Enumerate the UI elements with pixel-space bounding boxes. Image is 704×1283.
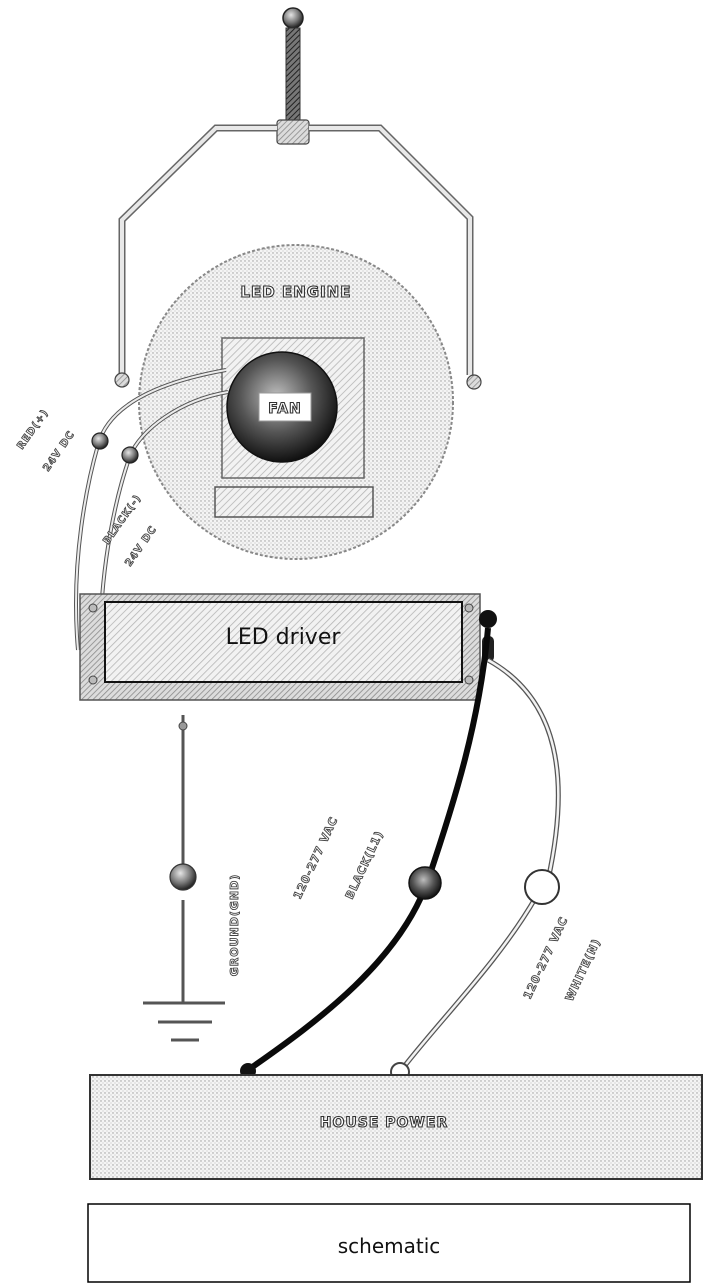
ground-label: GROUND(GND)	[228, 874, 241, 977]
hanger-nut	[276, 119, 310, 145]
house-power: HOUSE POWER	[89, 1074, 703, 1180]
line-connector	[408, 866, 442, 900]
led-engine-plate	[214, 486, 374, 518]
line-label-1: 120-277 VAC	[291, 815, 341, 902]
neutral-wire	[390, 657, 561, 1082]
hanger	[276, 7, 310, 145]
hanger-rod	[285, 27, 301, 121]
ground-connector	[169, 863, 197, 891]
line-label-2: BLACK(L1)	[343, 828, 386, 901]
dc-wires	[74, 368, 229, 651]
yoke-pivot-left	[114, 372, 130, 388]
dc-red-connector	[91, 432, 109, 450]
red-dc-label-2: 24V DC	[41, 429, 77, 474]
line-terminal	[479, 610, 497, 628]
led-engine-label: LED ENGINE	[241, 283, 352, 301]
led-driver-label: LED driver	[226, 625, 342, 650]
led-engine: LED ENGINE FAN	[138, 244, 454, 560]
fan-label: FAN	[268, 401, 302, 417]
led-driver: LED driver	[79, 593, 497, 701]
yoke-pivot-right	[466, 374, 482, 390]
line-wire	[240, 627, 491, 1079]
house-power-label: HOUSE POWER	[320, 1115, 448, 1131]
ground-wire	[143, 715, 225, 1042]
black-dc-label-2: 24V DC	[123, 524, 159, 569]
hanger-knob	[282, 7, 304, 29]
ground-symbol-icon	[143, 1001, 225, 1042]
yoke-bracket	[114, 124, 482, 390]
red-dc-label-1: RED(+)	[15, 407, 51, 451]
caption-box: schematic	[87, 1203, 691, 1283]
dc-black-connector	[121, 446, 139, 464]
neutral-connector	[524, 869, 560, 905]
neutral-label-2: WHITE(N)	[563, 936, 603, 1003]
black-dc-label-1: BLACK(-)	[101, 493, 143, 547]
neutral-label-1: 120-277 VAC	[521, 915, 571, 1002]
caption-text: schematic	[338, 1234, 441, 1258]
